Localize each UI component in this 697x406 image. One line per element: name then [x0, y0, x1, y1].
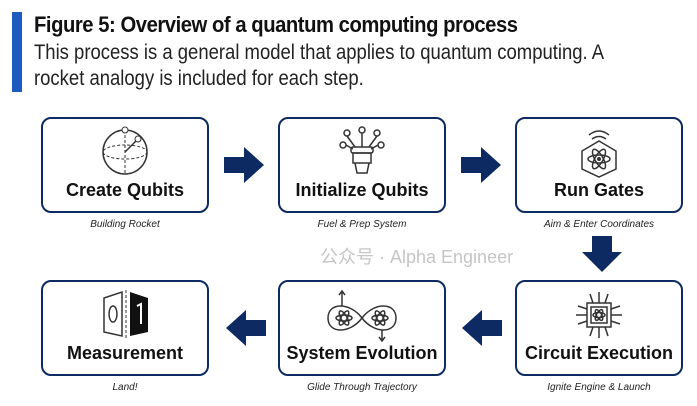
arrow-right-icon: [224, 147, 264, 183]
step-run-gates: Run Gates: [515, 117, 683, 213]
atom-gate-icon: [581, 130, 617, 178]
step-caption: Aim & Enter Coordinates: [543, 219, 655, 230]
step-caption: Land!: [112, 382, 138, 393]
initialize-device-icon: [339, 126, 385, 174]
step-caption: Glide Through Trajectory: [307, 382, 417, 393]
step-label: Run Gates: [553, 180, 645, 200]
arrow-left-icon: [462, 310, 502, 346]
step-create-qubits: Create Qubits: [41, 117, 209, 213]
step-caption: Fuel & Prep System: [317, 219, 407, 230]
step-system-evolution: System Evolution: [278, 280, 446, 376]
step-label: Measurement: [66, 343, 184, 363]
watermark: 公众号 · Alpha Engineer: [320, 247, 514, 267]
zero-one-icon: [103, 290, 148, 340]
step-label: Create Qubits: [65, 180, 185, 200]
step-label: Initialize Qubits: [295, 180, 429, 200]
chip-atom-icon: [576, 292, 622, 338]
step-caption: Building Rocket: [90, 219, 160, 230]
arrow-right-icon: [461, 147, 501, 183]
step-circuit-execution: Circuit Execution: [515, 280, 683, 376]
accent-bar: [12, 12, 22, 92]
figure-subtitle: This process is a general model that app…: [34, 41, 604, 90]
step-label: System Evolution: [286, 343, 438, 363]
step-caption: Ignite Engine & Launch: [547, 382, 651, 393]
figure-title: Figure 5: Overview of a quantum computin…: [34, 12, 518, 37]
step-initialize-qubits: Initialize Qubits: [278, 117, 446, 213]
arrow-down-icon: [582, 236, 622, 272]
step-measurement: Measurement: [41, 280, 209, 376]
infinity-atom-icon: [327, 289, 397, 342]
step-label: Circuit Execution: [524, 343, 674, 363]
sphere-qubit-icon: [102, 126, 148, 175]
arrow-left-icon: [226, 310, 266, 346]
